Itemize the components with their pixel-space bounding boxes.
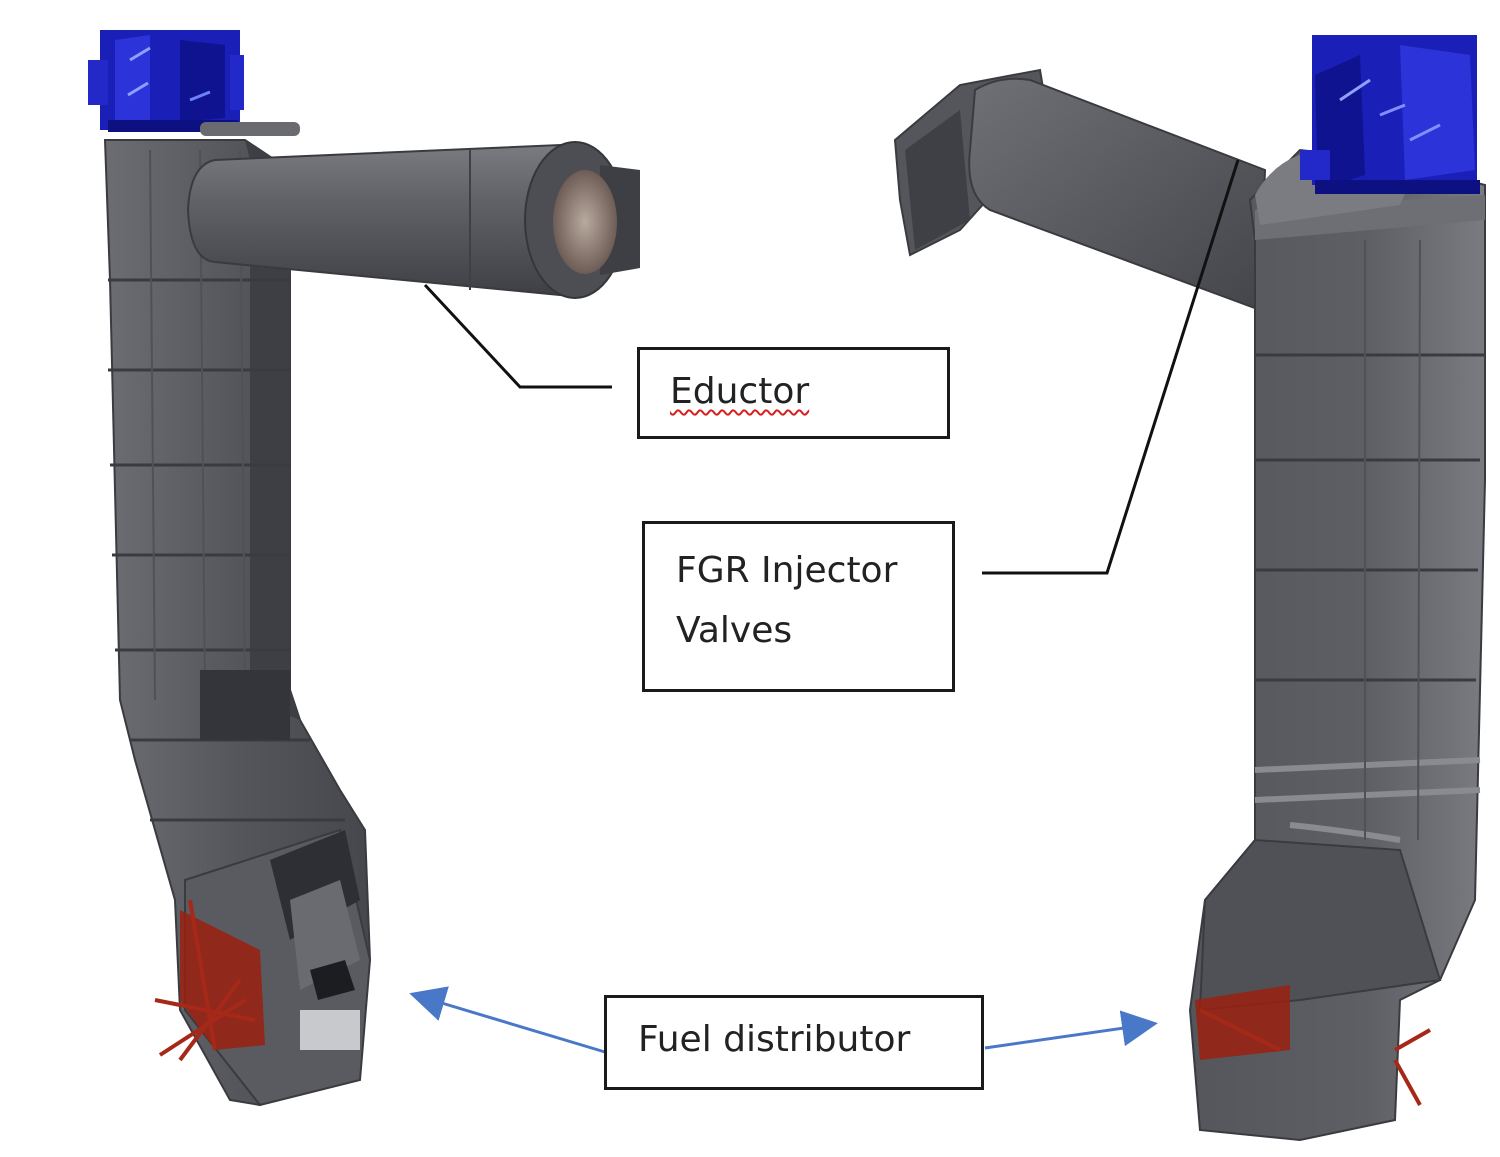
fuel-distributor-label-box	[604, 995, 984, 1090]
fgr-label-box	[642, 521, 955, 692]
fgr-label-line1: FGR Injector	[676, 550, 898, 591]
eductor-pipe	[186, 122, 640, 299]
left-fan-unit	[88, 30, 244, 132]
eductor-label-box	[637, 347, 950, 439]
fgr-leader-line	[982, 159, 1240, 575]
fuel-distributor-label: Fuel distributor	[638, 1019, 911, 1060]
fuel-arrow-right	[984, 1010, 1158, 1050]
right-duct-assembly	[893, 35, 1486, 1142]
eductor-label: Eductor	[670, 363, 809, 421]
right-fan-unit	[1300, 35, 1480, 194]
eductor-label-text: Eductor	[670, 371, 810, 412]
fuel-arrow-left	[409, 986, 606, 1054]
eductor-leader-line	[423, 283, 612, 389]
left-fuel-distributor-shape	[154, 899, 265, 1062]
left-duct-assembly	[88, 30, 640, 1107]
right-fuel-distributor-shape	[1195, 985, 1431, 1106]
fgr-label-line2: Valves	[676, 610, 793, 651]
